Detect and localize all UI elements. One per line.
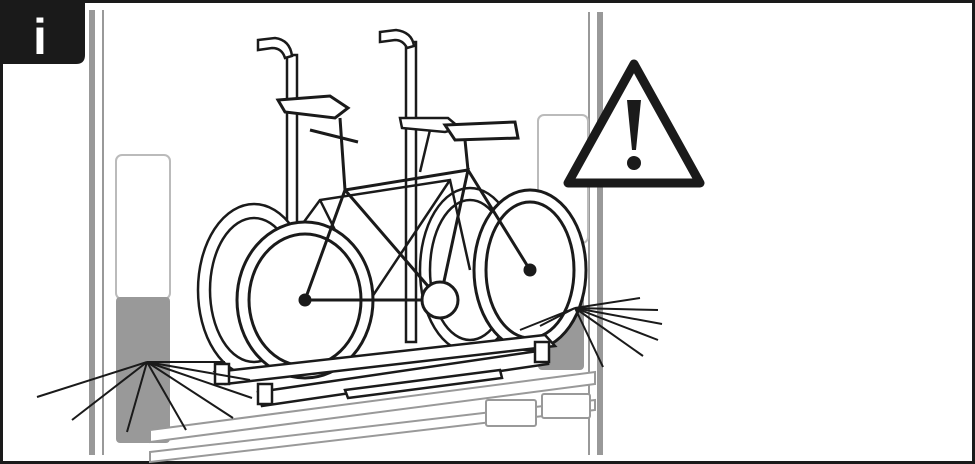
info-badge: i — [0, 0, 85, 65]
info-icon: i — [33, 9, 47, 65]
